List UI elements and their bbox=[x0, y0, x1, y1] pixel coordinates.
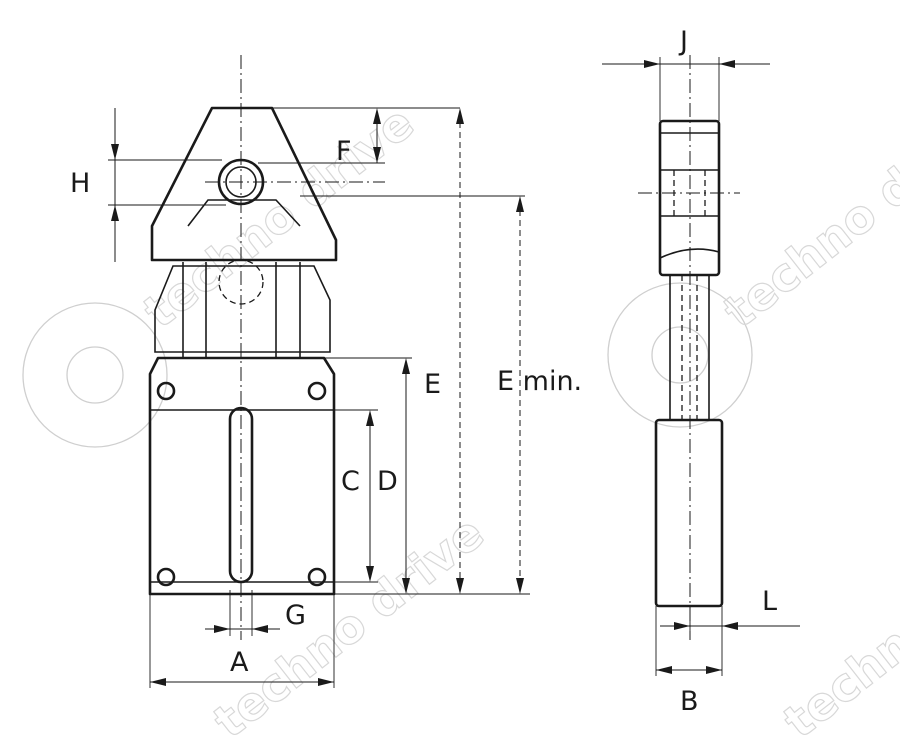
dimension-labels: H F E E min. C D G A J L B bbox=[70, 26, 777, 717]
mounting-hole-top-right bbox=[307, 381, 327, 401]
dimension-g bbox=[205, 625, 280, 633]
dimension-l bbox=[660, 622, 800, 630]
watermark-text-right-lower: techno drive bbox=[774, 505, 900, 748]
front-view bbox=[148, 55, 385, 640]
watermark-text-lower: techno drive bbox=[204, 505, 494, 748]
dimension-b bbox=[656, 666, 722, 674]
base-plate bbox=[148, 356, 336, 596]
guide-block bbox=[154, 265, 331, 353]
dimension-a bbox=[150, 678, 334, 686]
mounting-hole-bottom-right bbox=[307, 567, 327, 587]
dimension-c bbox=[366, 410, 374, 582]
dimension-e-min bbox=[516, 196, 524, 594]
clevis-inner-edge bbox=[187, 199, 301, 227]
dimension-j bbox=[602, 60, 770, 68]
mounting-hole-top-left bbox=[156, 381, 176, 401]
dimension-e bbox=[402, 358, 410, 594]
watermark-text-upper: techno drive bbox=[134, 95, 424, 338]
watermark-text-right: techno drive bbox=[714, 95, 900, 338]
watermark-logo-left bbox=[22, 302, 168, 448]
pin-outer bbox=[217, 158, 265, 206]
rods bbox=[182, 262, 301, 358]
side-base bbox=[654, 418, 724, 608]
side-head bbox=[658, 119, 721, 277]
side-head-curve bbox=[659, 248, 720, 259]
watermark-group: techno drive techno drive techno drive t… bbox=[22, 95, 900, 749]
mounting-hole-bottom-left bbox=[156, 567, 176, 587]
pin-inner bbox=[225, 166, 257, 198]
label-a: A bbox=[230, 647, 249, 678]
label-g: G bbox=[285, 600, 306, 631]
label-f: F bbox=[336, 136, 352, 167]
label-d: D bbox=[377, 466, 398, 497]
label-c: C bbox=[341, 466, 360, 497]
side-view bbox=[638, 55, 740, 640]
label-e-min: E min. bbox=[497, 366, 582, 397]
label-e: E bbox=[424, 369, 441, 400]
dimension-f bbox=[373, 108, 381, 163]
watermark-logo-right bbox=[607, 282, 753, 428]
label-j: J bbox=[678, 26, 688, 57]
label-h: H bbox=[70, 168, 90, 199]
hidden-cylinder bbox=[218, 259, 264, 305]
label-l: L bbox=[762, 586, 777, 617]
label-b: B bbox=[680, 686, 699, 717]
adjustment-slot bbox=[228, 406, 254, 584]
dimensions bbox=[108, 57, 800, 688]
dimension-e-total bbox=[456, 108, 464, 594]
dimension-h bbox=[111, 108, 119, 262]
